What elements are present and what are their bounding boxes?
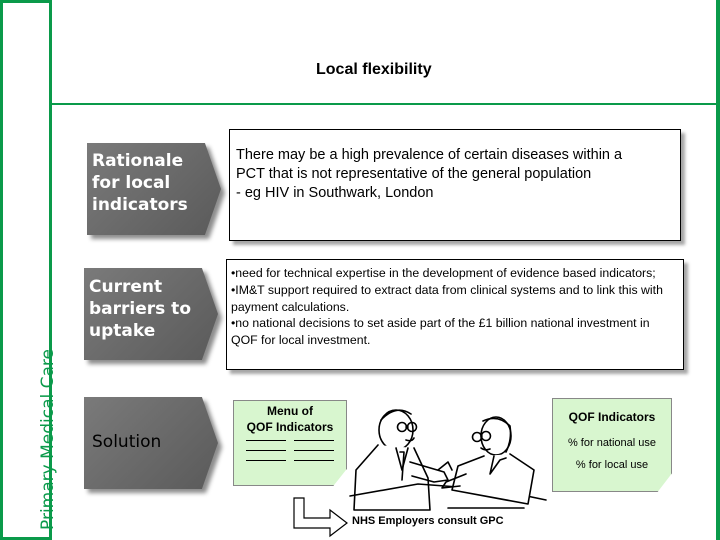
- barriers-label-line: barriers to: [89, 299, 191, 319]
- barriers-label-line: uptake: [89, 321, 156, 341]
- blank-line-row: [234, 440, 346, 441]
- barriers-label-line: Current: [89, 277, 163, 297]
- blank-line: [294, 460, 334, 461]
- rationale-arrow: [87, 143, 221, 235]
- bent-arrow-icon: [293, 497, 348, 538]
- rationale-text-line: PCT that is not representative of the ge…: [236, 166, 592, 182]
- solution-arrow: [84, 397, 218, 489]
- rationale-label-line: for local: [92, 173, 171, 193]
- consult-text: NHS Employers consult GPC: [352, 515, 504, 527]
- menu-note-title: Menu of QOF Indicators: [234, 403, 346, 435]
- side-band-inner: [3, 3, 49, 537]
- blank-line: [294, 450, 334, 451]
- solution-label: Solution: [92, 432, 162, 452]
- barriers-arrow: [84, 268, 218, 360]
- rationale-text-line: - eg HIV in Southwark, London: [236, 185, 434, 201]
- national-use-text: % for national use: [567, 437, 657, 449]
- side-title: Primary Medical Care: [38, 349, 58, 530]
- menu-note-title-line: Menu of: [267, 404, 313, 418]
- blank-line: [246, 450, 286, 451]
- barriers-list: •need for technical expertise in the dev…: [227, 260, 683, 349]
- qof-note-title: QOF Indicators: [568, 410, 656, 424]
- right-edge: [716, 0, 720, 540]
- menu-note: Menu of QOF Indicators: [233, 400, 347, 486]
- rationale-label-line: indicators: [92, 195, 188, 215]
- menu-note-title-line: QOF Indicators: [246, 420, 334, 434]
- blank-line-row: [234, 450, 346, 451]
- barriers-box: •need for technical expertise in the dev…: [226, 259, 684, 370]
- list-item: •IM&T support required to extract data f…: [231, 282, 663, 314]
- header-rule: [52, 103, 720, 105]
- doctors-meeting-illustration: [349, 409, 547, 511]
- rationale-box: There may be a high prevalence of certai…: [229, 129, 681, 241]
- qof-note: QOF Indicators % for national use % for …: [552, 398, 672, 492]
- blank-line-row: [234, 460, 346, 461]
- local-use-text: % for local use: [575, 459, 649, 471]
- rationale-label-line: Rationale: [92, 151, 184, 171]
- barriers-label: Current barriers to uptake: [89, 276, 191, 342]
- list-item: •no national decisions to set aside part…: [231, 316, 650, 348]
- blank-line: [294, 440, 334, 441]
- rationale-text-line: There may be a high prevalence of certai…: [236, 147, 623, 163]
- blank-line: [246, 460, 286, 461]
- rationale-label: Rationale for local indicators: [92, 150, 188, 216]
- rationale-text: There may be a high prevalence of certai…: [230, 130, 680, 203]
- blank-line: [246, 440, 286, 441]
- list-item: •need for technical expertise in the dev…: [231, 266, 656, 280]
- page-title: Local flexibility: [316, 61, 432, 78]
- side-band: [0, 0, 52, 540]
